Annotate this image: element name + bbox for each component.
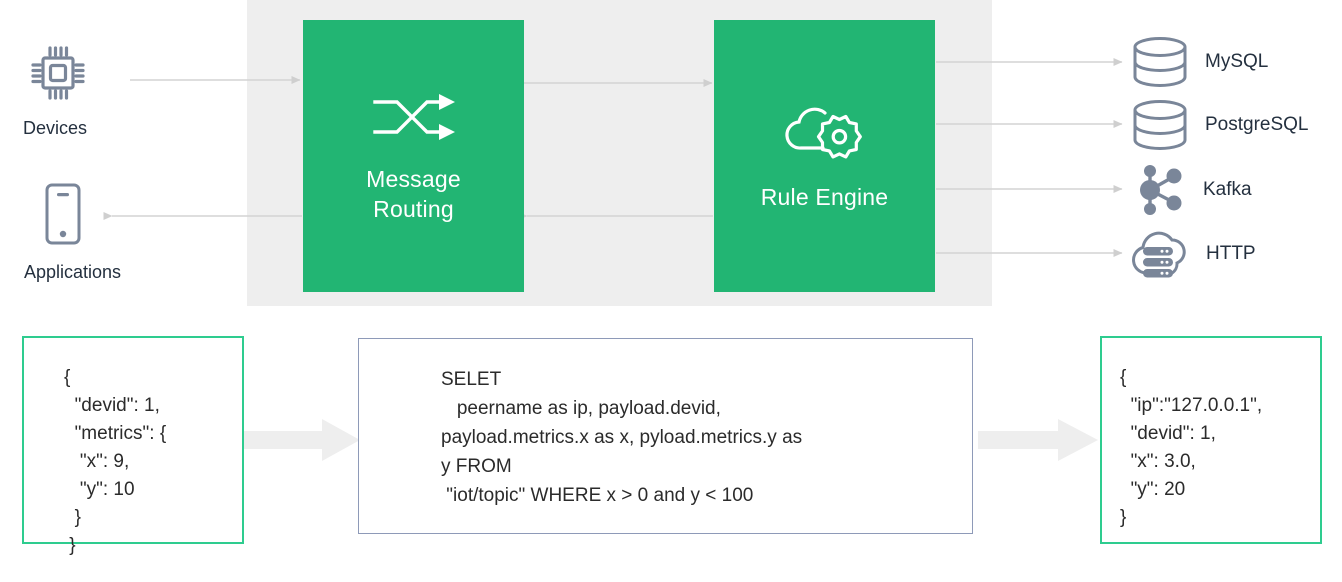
sink-mysql[interactable]: MySQL	[1131, 36, 1268, 88]
input-payload-box[interactable]: { "devid": 1, "metrics": { "x": 9, "y": …	[22, 336, 244, 556]
smartphone-icon	[45, 183, 81, 245]
database-icon	[1133, 37, 1187, 87]
node-graph-icon	[1140, 165, 1182, 215]
cpu-chip-icon	[31, 46, 85, 100]
source-devices-label: Devices	[23, 118, 88, 138]
output-payload-box[interactable]: { "ip":"127.0.0.1", "devid": 1, "x": 3.0…	[1100, 336, 1322, 544]
source-applications-label: Applications	[24, 262, 122, 282]
sink-http[interactable]: HTTP	[1128, 227, 1256, 281]
block-message-routing-label: Message Routing	[366, 164, 461, 224]
rule-sql-text: SELET peername as ip, payload.devid, pay…	[441, 369, 803, 506]
source-devices[interactable]: Devices	[23, 42, 89, 139]
cloud-gear-icon	[784, 107, 862, 159]
input-payload-text: { "devid": 1, "metrics": { "x": 9, "y": …	[64, 367, 167, 556]
database-icon	[1133, 100, 1187, 150]
sink-kafka[interactable]: Kafka	[1131, 164, 1252, 216]
block-arrow-input-to-sql	[244, 419, 360, 461]
block-arrow-sql-to-output	[978, 419, 1098, 461]
block-message-routing[interactable]: Message Routing	[303, 20, 524, 292]
output-payload-text: { "ip":"127.0.0.1", "devid": 1, "x": 3.0…	[1120, 367, 1263, 528]
cloud-server-icon	[1132, 231, 1186, 278]
source-applications[interactable]: Applications	[24, 182, 121, 283]
sink-kafka-label: Kafka	[1203, 179, 1252, 200]
block-rule-engine[interactable]: Rule Engine	[714, 20, 935, 292]
sink-postgresql-label: PostgreSQL	[1205, 114, 1309, 135]
block-label-line1: Message	[366, 166, 461, 192]
rule-sql-box[interactable]: SELET peername as ip, payload.devid, pay…	[358, 338, 973, 534]
shuffle-arrows-icon	[372, 94, 455, 140]
sink-mysql-label: MySQL	[1205, 51, 1269, 72]
sink-postgresql[interactable]: PostgreSQL	[1131, 99, 1309, 151]
block-label-line2: Routing	[373, 196, 454, 222]
block-rule-engine-label: Rule Engine	[760, 184, 889, 210]
sink-http-label: HTTP	[1206, 243, 1256, 264]
